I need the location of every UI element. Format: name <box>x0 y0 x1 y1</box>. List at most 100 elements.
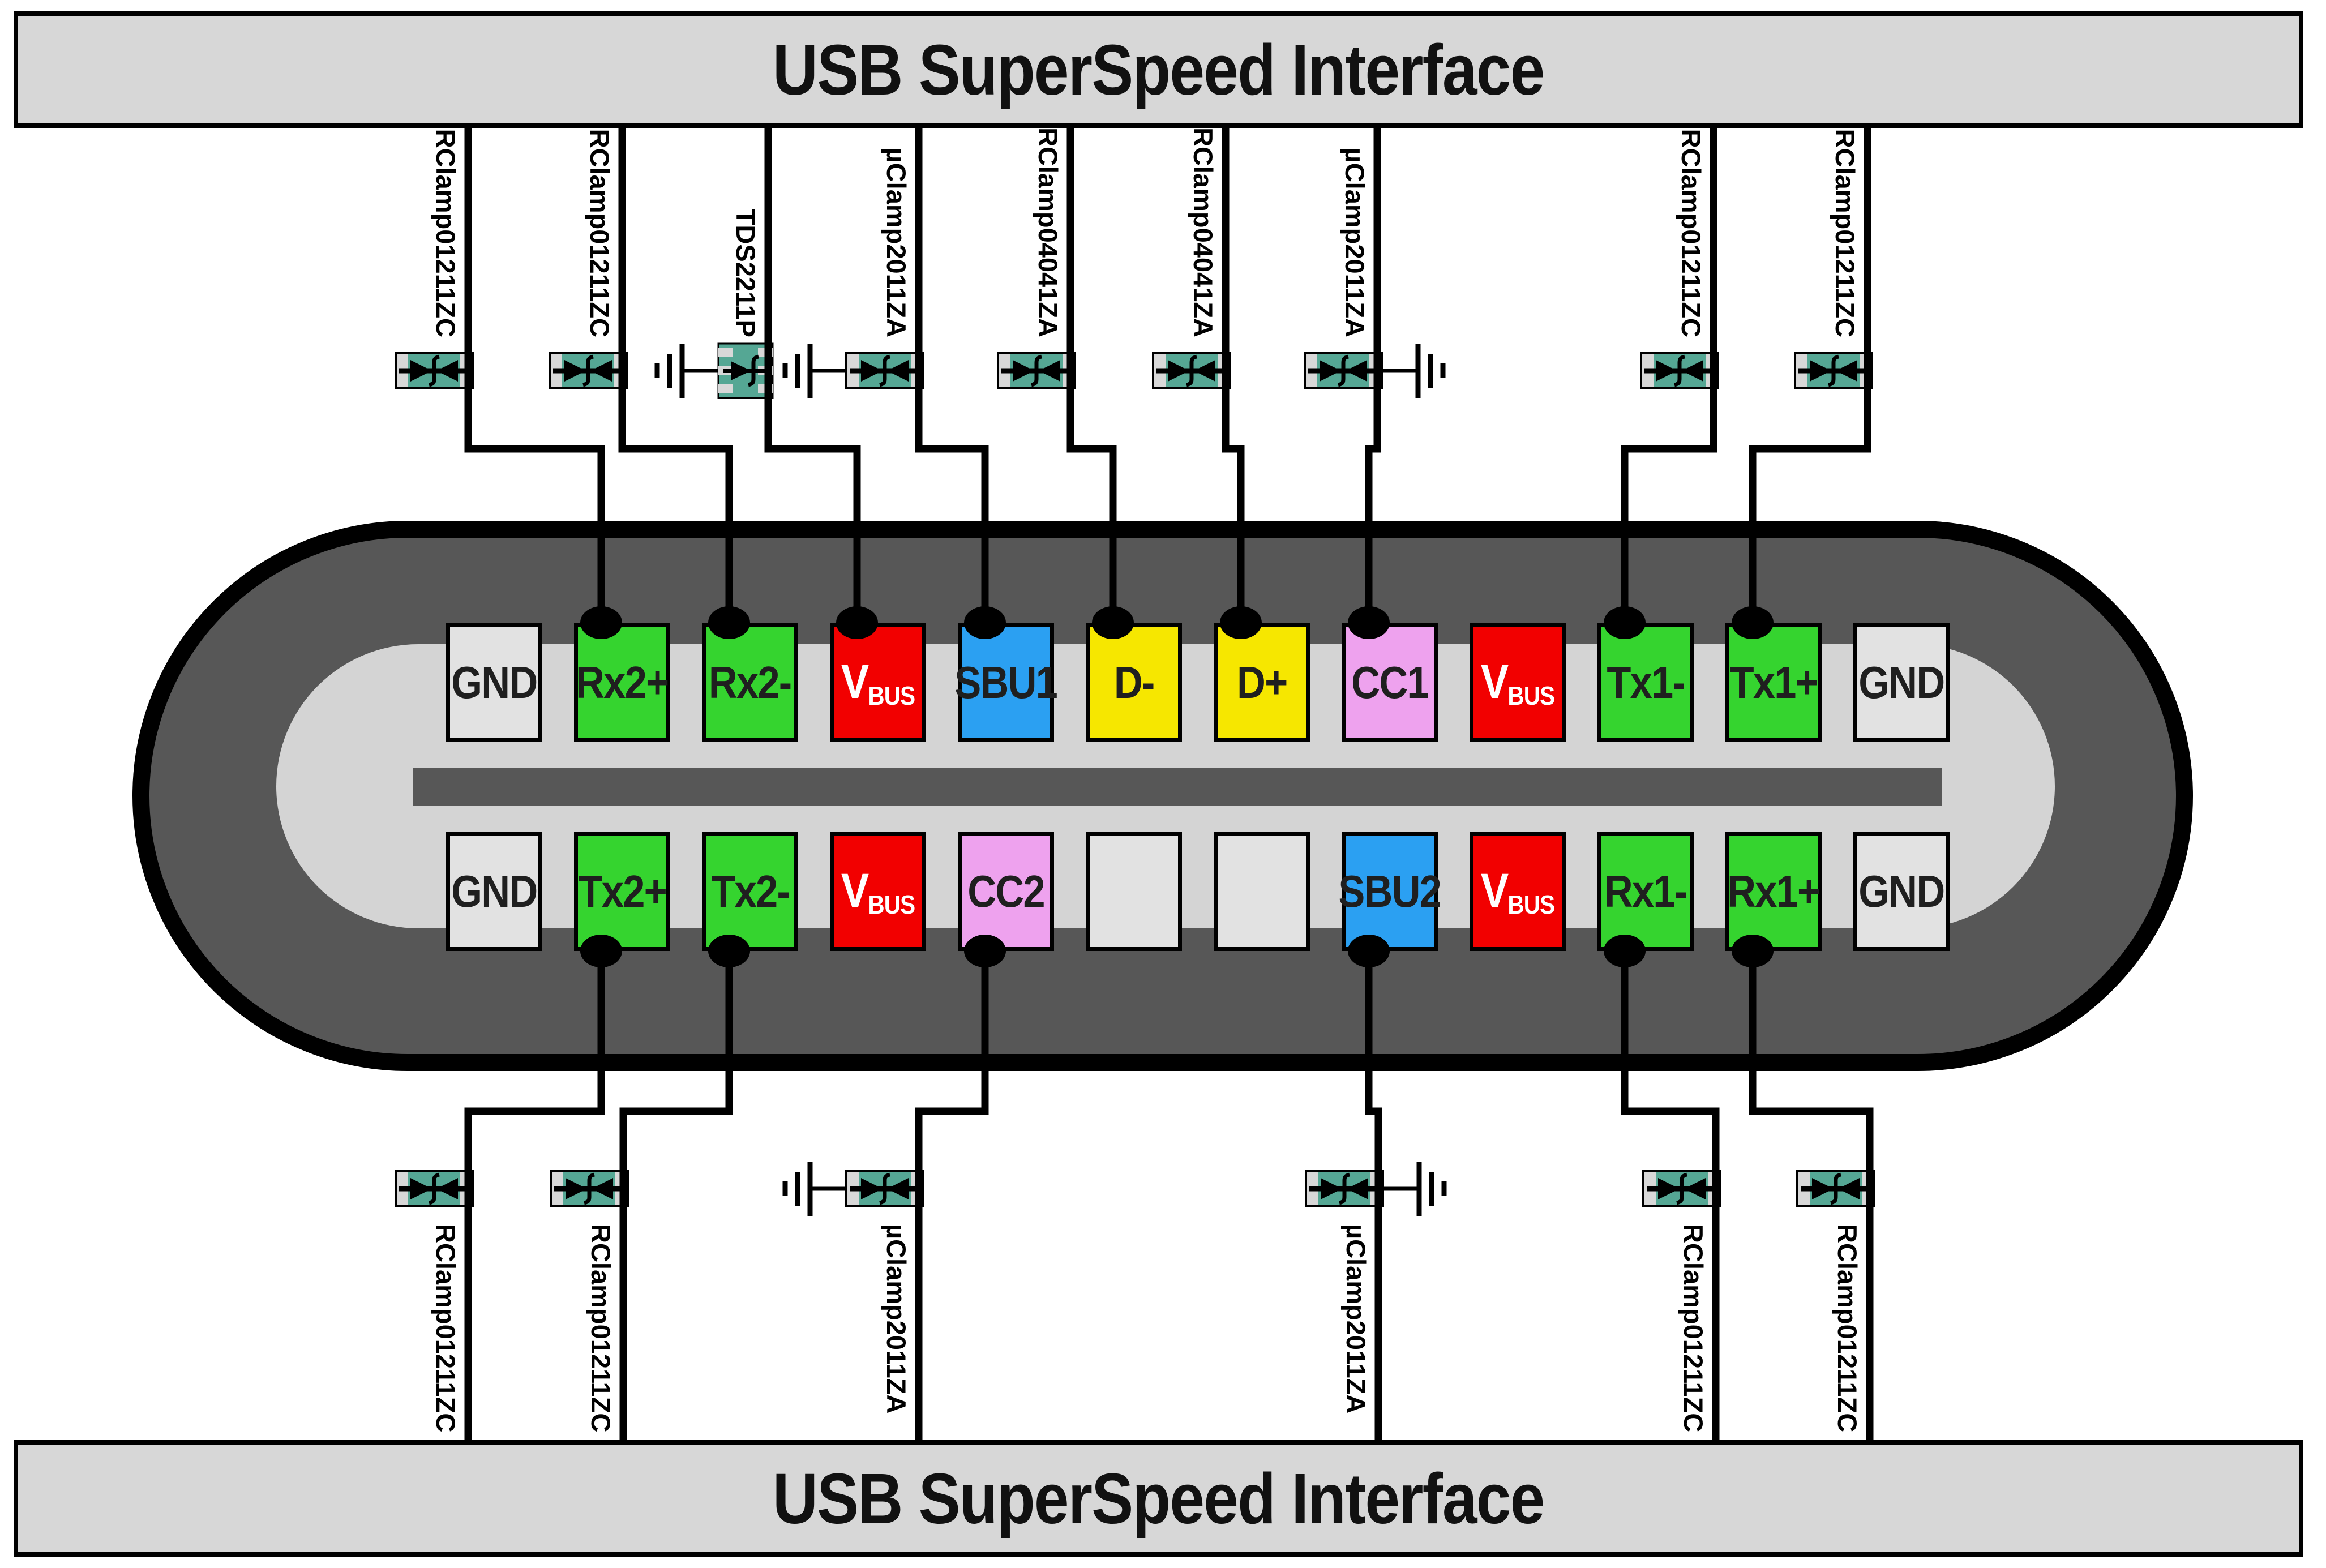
pin-pad-CC1-top: CC1 <box>1342 623 1438 742</box>
pin-pad-Tx1+-top: Tx1+ <box>1725 623 1822 742</box>
tvs-diode-icon <box>549 352 628 389</box>
pin-pad-VBUS-top: VBUS <box>1470 623 1566 742</box>
wire-top-CC1 <box>1365 128 1381 623</box>
pin-label: VBUS <box>841 863 915 919</box>
wire-top-Tx1+ <box>1749 128 1871 623</box>
component-RClamp01211ZC-bottom-1: RClamp01211ZC <box>395 951 605 1440</box>
component-part-label: TDS2211P <box>731 209 761 337</box>
wire-top-Rx2+ <box>464 128 605 623</box>
pin-label: Rx1- <box>1604 866 1687 916</box>
pin-label: D- <box>1113 657 1155 708</box>
pin-pad-blank-bottom <box>1214 832 1310 951</box>
pin-pad-Rx2+-top: Rx2+ <box>574 623 670 742</box>
pin-pad-GND-bottom: GND <box>446 832 542 951</box>
pin-label: GND <box>451 866 538 916</box>
pin-pad-Rx2--top: Rx2- <box>702 623 798 742</box>
component-part-label: µClamp2011ZA <box>1340 148 1370 337</box>
solder-joint-dot-Tx2- <box>708 935 750 967</box>
component-part-label: RClamp01211ZC <box>431 1224 461 1432</box>
pin-label: VBUS <box>841 654 915 710</box>
component-RClamp01211ZC-bottom-5: RClamp01211ZC <box>1621 951 1721 1440</box>
pin-label: Tx2+ <box>578 866 667 916</box>
tvs-diode-icon <box>395 352 474 389</box>
solder-joint-dot-Rx2- <box>708 606 750 639</box>
solder-joint-dot-D+ <box>1220 606 1262 639</box>
solder-joint-dot-SBU1 <box>964 606 1006 639</box>
ground-icon <box>654 344 718 398</box>
pin-pad-Tx2+-bottom: Tx2+ <box>574 832 670 951</box>
wire-bottom-Tx2- <box>619 951 733 1440</box>
wire-top-D+ <box>1222 128 1245 623</box>
pin-pad-VBUS-bottom: VBUS <box>830 832 926 951</box>
solder-joint-dot-Tx1- <box>1604 606 1646 639</box>
component-RClamp04041ZA-top-5: RClamp04041ZA <box>997 127 1117 623</box>
pin-pad-Tx2--bottom: Tx2- <box>702 832 798 951</box>
pin-label: Rx2+ <box>576 657 669 708</box>
component-RClamp01211ZC-bottom-2: RClamp01211ZC <box>550 951 733 1440</box>
tvs-diode-icon <box>1305 1170 1384 1207</box>
wire-top-VBUS <box>764 128 861 623</box>
pin-label: Tx1+ <box>1729 657 1818 708</box>
pin-label: GND <box>451 657 538 708</box>
wire-bottom-CC2 <box>915 951 989 1440</box>
tvs-diode-icon <box>1152 352 1231 389</box>
solder-joint-dot-D- <box>1092 606 1134 639</box>
component-part-label: RClamp01211ZC <box>431 129 461 337</box>
pin-pad-SBU1-top: SBU1 <box>954 623 1059 742</box>
pin-label: SBU1 <box>954 657 1059 708</box>
component-part-label: RClamp01211ZC <box>586 1224 616 1432</box>
component-part-label: RClamp01211ZC <box>1832 1224 1862 1432</box>
wire-top-D- <box>1066 128 1117 623</box>
pin-label: Tx1- <box>1607 657 1685 708</box>
solder-joint-dot-Rx1- <box>1604 935 1646 967</box>
bottom-interface-banner: USB SuperSpeed Interface <box>14 1440 2303 1557</box>
pin-label: D+ <box>1236 657 1288 708</box>
wire-top-Tx1- <box>1621 128 1717 623</box>
pin-label: VBUS <box>1480 863 1555 919</box>
pin-pad-GND-top: GND <box>1853 623 1950 742</box>
component-RClamp04041ZA-top-6: RClamp04041ZA <box>1152 127 1245 623</box>
pin-label: CC2 <box>967 866 1045 916</box>
pin-pad-D+-top: D+ <box>1214 623 1310 742</box>
tvs-diode-icon <box>1794 352 1873 389</box>
wire-bottom-Rx1+ <box>1749 951 1874 1440</box>
pin-pad-GND-top: GND <box>446 623 542 742</box>
ground-icon <box>1382 344 1446 398</box>
pin-label: CC1 <box>1351 657 1429 708</box>
ground-icon <box>782 344 846 398</box>
component-RClamp01211ZC-bottom-6: RClamp01211ZC <box>1749 951 1875 1440</box>
pin-pad-SBU2-bottom: SBU2 <box>1338 832 1442 951</box>
solder-joint-dot-CC2 <box>964 935 1006 967</box>
solder-joint-dot-Tx2+ <box>580 935 622 967</box>
component-part-label: RClamp04041ZA <box>1188 127 1218 337</box>
component-RClamp01211ZC-top-2: RClamp01211ZC <box>549 128 733 623</box>
tvs-diode-icon <box>395 1170 474 1207</box>
component-part-label: µClamp2011ZA <box>881 1224 911 1413</box>
component-µClamp2011ZA-top-7: µClamp2011ZA <box>1304 128 1446 623</box>
component-part-label: µClamp2011ZA <box>1341 1224 1371 1413</box>
pin-pad-D--top: D- <box>1086 623 1182 742</box>
wire-top-Rx2- <box>618 128 733 623</box>
tvs-diode-icon <box>1796 1170 1875 1207</box>
component-µClamp2011ZA-bottom-4: µClamp2011ZA <box>1305 951 1447 1440</box>
top-banner-title: USB SuperSpeed Interface <box>773 29 1545 110</box>
component-part-label: µClamp2011ZA <box>881 148 911 337</box>
solder-joint-dot-VBUS <box>836 606 878 639</box>
usb-c-plug-tongue <box>413 768 1942 806</box>
component-part-label: RClamp04041ZA <box>1033 127 1063 337</box>
component-µClamp2011ZA-bottom-3: µClamp2011ZA <box>782 951 989 1440</box>
pin-pad-Rx1--bottom: Rx1- <box>1597 832 1694 951</box>
component-part-label: RClamp01211ZC <box>585 129 615 337</box>
component-part-label: RClamp01211ZC <box>1676 129 1706 337</box>
pin-label: Rx2- <box>709 657 792 708</box>
wire-top-SBU1 <box>915 128 989 623</box>
tvs-diode-icon <box>845 1170 924 1207</box>
tvs-diode-icon <box>997 352 1076 389</box>
wire-bottom-SBU2 <box>1365 951 1382 1440</box>
solder-joint-dot-Rx1+ <box>1732 935 1774 967</box>
pin-pad-VBUS-bottom: VBUS <box>1470 832 1566 951</box>
pin-label: VBUS <box>1480 654 1555 710</box>
pin-label: SBU2 <box>1338 866 1442 916</box>
tvs-diode-icon <box>845 352 924 389</box>
